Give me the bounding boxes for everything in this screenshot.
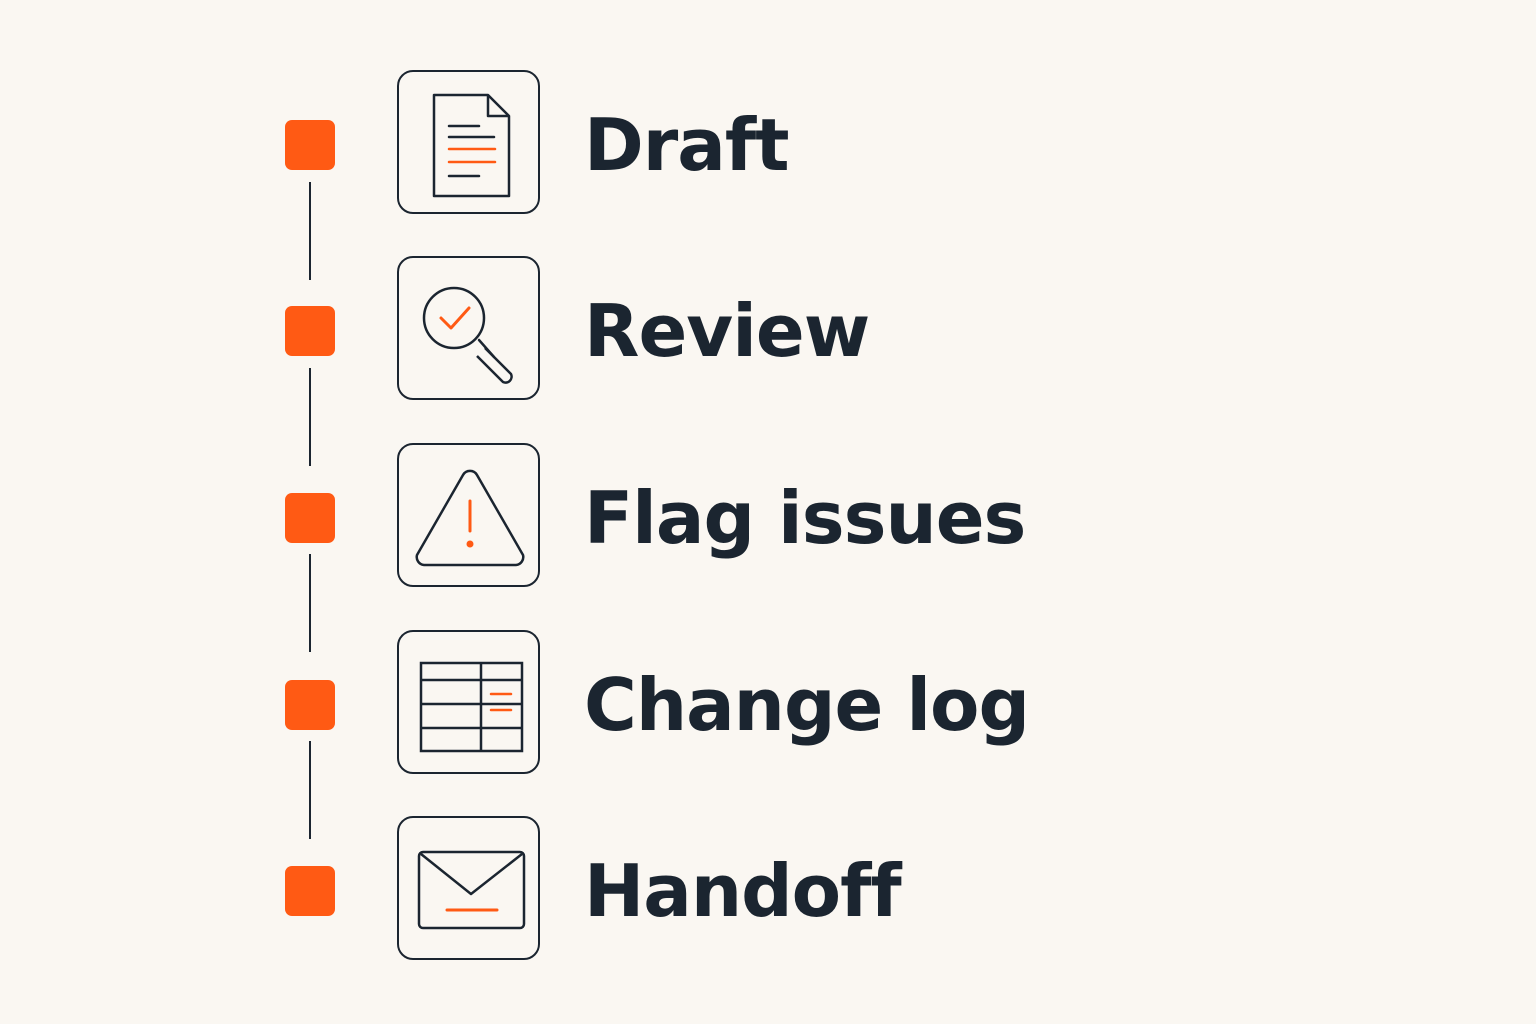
connector-line <box>309 182 311 280</box>
document-icon <box>397 70 540 214</box>
step-label: Draft <box>584 103 790 187</box>
step-draft: Draft <box>0 70 1536 220</box>
connector-line <box>309 741 311 839</box>
step-marker <box>285 866 335 916</box>
connector-line <box>309 368 311 466</box>
step-label: Change log <box>584 663 1030 747</box>
envelope-icon <box>397 816 540 960</box>
step-flag-issues: Flag issues <box>0 443 1536 593</box>
step-marker <box>285 680 335 730</box>
step-change-log: Change log <box>0 630 1536 780</box>
step-marker <box>285 120 335 170</box>
step-review: Review <box>0 256 1536 406</box>
step-label: Review <box>584 289 870 373</box>
step-handoff: Handoff <box>0 816 1536 966</box>
step-marker <box>285 493 335 543</box>
step-marker <box>285 306 335 356</box>
warning-triangle-icon <box>397 443 540 587</box>
table-icon <box>397 630 540 774</box>
magnifier-check-icon <box>397 256 540 400</box>
connector-line <box>309 554 311 652</box>
step-label: Handoff <box>584 849 902 933</box>
step-label: Flag issues <box>584 476 1026 560</box>
